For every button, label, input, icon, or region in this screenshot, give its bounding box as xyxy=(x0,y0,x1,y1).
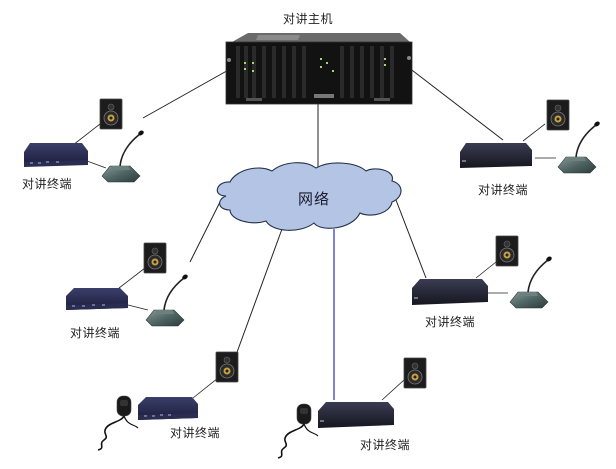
rack-server-icon xyxy=(225,33,413,105)
speaker-icon xyxy=(143,242,167,274)
link-network-terminal-5 xyxy=(235,228,283,356)
terminal-box-icon xyxy=(412,279,488,305)
terminal-box-icon xyxy=(460,143,532,168)
terminal-label: 对讲终端 xyxy=(478,183,529,197)
terminal-1[interactable] xyxy=(24,98,146,183)
terminal-label: 对讲终端 xyxy=(22,177,73,191)
cloud-icon xyxy=(216,162,402,231)
network-label: 网络 xyxy=(298,190,331,208)
terminal-label: 对讲终端 xyxy=(70,326,121,340)
network-cloud[interactable] xyxy=(216,162,402,231)
desk-microphone-icon xyxy=(145,272,190,327)
terminal-6[interactable] xyxy=(277,357,427,459)
link-network-terminal-3 xyxy=(189,197,223,263)
terminal-box-icon xyxy=(138,397,198,420)
terminal-box-icon xyxy=(66,288,128,310)
terminal-box-icon xyxy=(318,402,394,428)
link-network-terminal-4 xyxy=(395,199,427,279)
terminal-label: 对讲终端 xyxy=(170,426,221,440)
terminal-2[interactable] xyxy=(460,99,602,174)
speaker-icon xyxy=(546,99,570,131)
speaker-icon xyxy=(99,98,123,130)
desk-microphone-icon xyxy=(101,128,146,183)
intercom-host[interactable] xyxy=(225,33,413,105)
link-host-terminal-2 xyxy=(403,63,504,141)
terminal-label: 对讲终端 xyxy=(425,315,476,329)
terminal-5[interactable] xyxy=(97,351,239,451)
terminal-label: 对讲终端 xyxy=(360,438,411,452)
handheld-microphone-icon xyxy=(277,403,319,459)
speaker-icon xyxy=(495,235,519,267)
speaker-icon xyxy=(403,357,427,389)
handheld-microphone-icon xyxy=(97,395,139,451)
speaker-icon xyxy=(215,351,239,383)
terminal-box-icon xyxy=(24,143,88,167)
terminal-3[interactable] xyxy=(66,242,190,327)
link-host-terminal-1 xyxy=(142,67,233,119)
connections xyxy=(142,63,504,400)
terminal-4[interactable] xyxy=(412,235,554,309)
host-label: 对讲主机 xyxy=(283,12,334,26)
